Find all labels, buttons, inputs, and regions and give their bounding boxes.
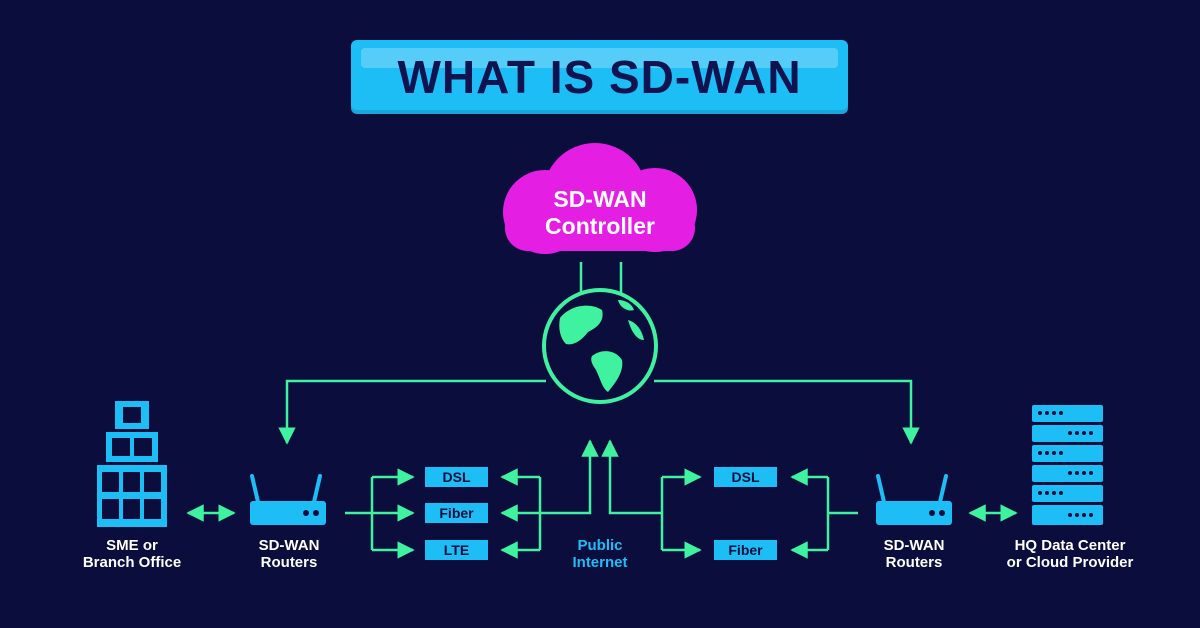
globe-icon	[542, 288, 658, 404]
controller-cloud-icon	[503, 143, 697, 254]
left-fiber-tag: Fiber	[425, 503, 488, 523]
left-lte-tag: LTE	[425, 540, 488, 560]
controller-link-lines	[579, 262, 623, 295]
datacenter-server-icon	[1032, 405, 1103, 525]
title-shine	[361, 48, 838, 68]
globe-to-router-lines	[278, 379, 920, 445]
datacenter-label: HQ Data Center or Cloud Provider	[1006, 537, 1134, 571]
right-fiber-tag: Fiber	[714, 540, 777, 560]
controller-label: SD-WAN Controller	[545, 186, 655, 239]
right-dsl-tag: DSL	[714, 467, 777, 487]
left-router-icon	[250, 474, 326, 525]
right-router-icon	[876, 474, 952, 525]
right-from-internet-lines	[601, 439, 702, 559]
right-router-label: SD-WAN Routers	[883, 537, 945, 571]
left-dsl-tag: DSL	[425, 467, 488, 487]
office-label: SME or Branch Office	[82, 537, 182, 571]
left-to-internet-lines	[500, 439, 599, 559]
internet-label: Public Internet	[572, 537, 628, 571]
left-router-label: SD-WAN Routers	[258, 537, 320, 571]
page-title: WHAT IS SD-WAN	[397, 51, 802, 103]
branch-office-icon	[97, 401, 167, 527]
left-fanout-lines	[345, 468, 415, 559]
right-fanout-lines	[790, 468, 858, 559]
title-banner: WHAT IS SD-WAN	[351, 40, 848, 114]
